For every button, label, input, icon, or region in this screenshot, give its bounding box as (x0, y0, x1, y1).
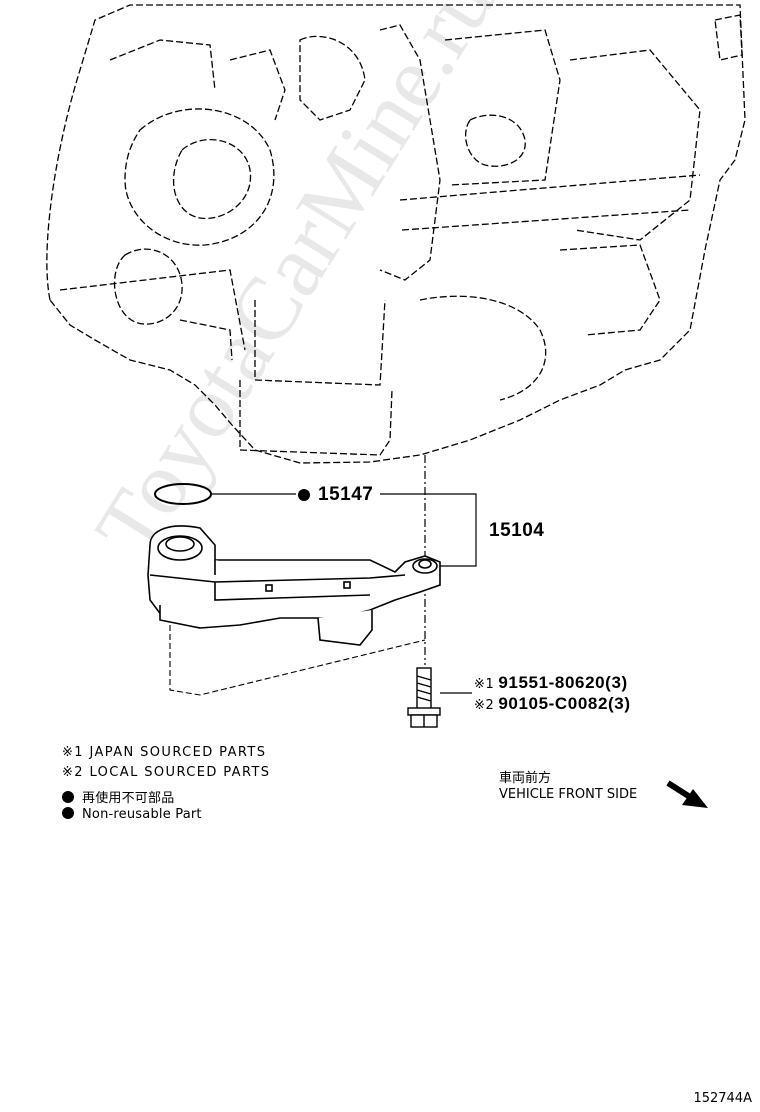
phantom-box (169, 625, 426, 696)
nonreusable-dot-icon (298, 489, 310, 501)
strainer-bracket (380, 493, 477, 567)
legend-japan-sourced: ※1 JAPAN SOURCED PARTS (62, 745, 267, 760)
bolt-part-number-japan: 91551-80620(3) (498, 673, 628, 692)
gasket-part-number: 15147 (318, 484, 374, 505)
gasket-callout[interactable]: 15147 (298, 484, 373, 506)
legend-local-sourced: ※2 LOCAL SOURCED PARTS (62, 765, 271, 780)
strainer-callout[interactable]: 15104 (489, 520, 545, 541)
legend-dot-icon (62, 807, 74, 819)
vehicle-front-jp: 車両前方 (499, 771, 552, 786)
bolt-part-number-local: 90105-C0082(3) (498, 694, 631, 713)
local-mark: ※2 (474, 698, 495, 713)
vehicle-front-arrow (666, 780, 708, 808)
japan-mark: ※1 (474, 677, 495, 692)
bolt (407, 667, 441, 728)
gasket-ring (154, 483, 212, 505)
legend-dot-icon (62, 791, 74, 803)
oil-strainer (147, 525, 441, 646)
legend-nonreusable-en-text: Non-reusable Part (82, 807, 202, 822)
engine-block-outline (46, 4, 746, 464)
vehicle-front-en: VEHICLE FRONT SIDE (499, 787, 638, 802)
legend-nonreusable-jp-text: 再使用不可部品 (82, 791, 175, 806)
illustration-id: 152744A (693, 1091, 752, 1106)
legend-nonreusable-en: Non-reusable Part (62, 807, 202, 822)
legend-nonreusable-jp: 再使用不可部品 (62, 787, 174, 806)
